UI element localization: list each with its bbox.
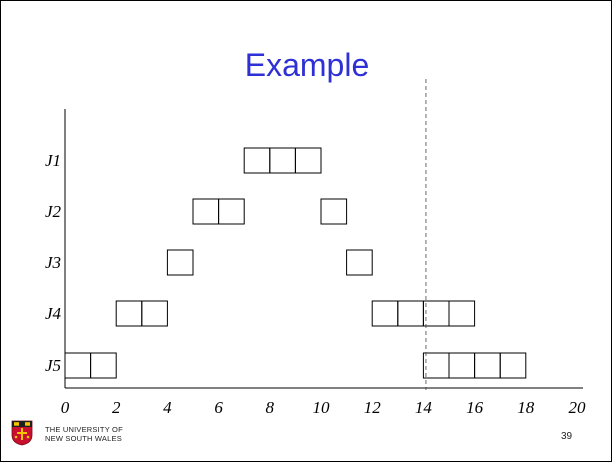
x-tick-label-6: 6 bbox=[214, 398, 223, 417]
block-j3-11 bbox=[346, 249, 373, 276]
block-j4-12 bbox=[371, 300, 399, 327]
block-j5-15 bbox=[448, 352, 476, 379]
x-tick-label-2: 2 bbox=[112, 398, 121, 417]
block-j4-15 bbox=[448, 300, 476, 327]
university-name: THE UNIVERSITY OF NEW SOUTH WALES bbox=[45, 425, 123, 443]
block-j2-6 bbox=[218, 198, 245, 225]
university-name-line1: THE UNIVERSITY OF bbox=[45, 425, 123, 434]
job-label-j5: J5 bbox=[45, 356, 61, 375]
block-j1-9 bbox=[294, 147, 322, 174]
job-label-j3: J3 bbox=[45, 253, 61, 272]
university-name-line2: NEW SOUTH WALES bbox=[45, 433, 122, 443]
job-label-j1: J1 bbox=[45, 151, 61, 170]
block-j1-7 bbox=[243, 147, 271, 174]
x-tick-label-12: 12 bbox=[364, 398, 382, 417]
x-tick-label-20: 20 bbox=[569, 398, 587, 417]
x-tick-label-10: 10 bbox=[313, 398, 331, 417]
block-j5-16 bbox=[474, 352, 501, 379]
block-j4-13 bbox=[397, 300, 424, 327]
x-tick-label-4: 4 bbox=[163, 398, 172, 417]
block-j4-14 bbox=[422, 300, 450, 327]
block-j5-1 bbox=[90, 352, 117, 379]
job-label-j2: J2 bbox=[45, 202, 62, 221]
x-tick-label-18: 18 bbox=[517, 398, 535, 417]
block-j3-4 bbox=[166, 249, 194, 276]
slide-title: Example bbox=[244, 47, 370, 83]
block-j2-10 bbox=[320, 198, 348, 225]
block-j4-3 bbox=[141, 300, 168, 327]
x-tick-label-16: 16 bbox=[466, 398, 484, 417]
x-tick-label-8: 8 bbox=[266, 398, 275, 417]
job-label-j4: J4 bbox=[45, 304, 62, 323]
x-tick-label-14: 14 bbox=[415, 398, 433, 417]
unsw-crest-icon bbox=[11, 420, 33, 446]
x-tick-label-0: 0 bbox=[61, 398, 70, 417]
block-j5-14 bbox=[422, 352, 450, 379]
block-j5-0 bbox=[64, 352, 92, 379]
block-j4-2 bbox=[115, 300, 143, 327]
block-j2-5 bbox=[192, 198, 220, 225]
page-number: 39 bbox=[561, 431, 573, 442]
block-j5-17 bbox=[499, 352, 527, 379]
block-j1-8 bbox=[269, 147, 296, 174]
